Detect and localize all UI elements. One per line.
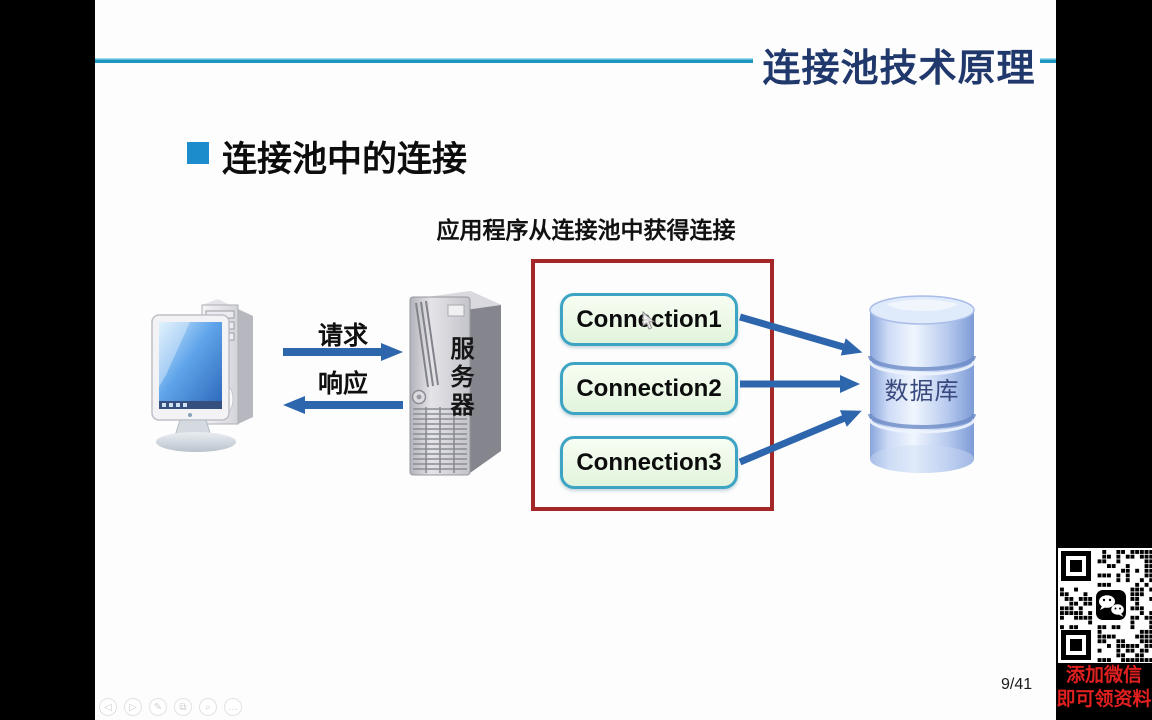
promo-line-2: 即可领资料	[1056, 689, 1152, 710]
diagram-caption: 应用程序从连接池中获得连接	[436, 217, 736, 243]
pool-to-db-arrows	[738, 313, 863, 466]
qr-finder-patterns	[1061, 551, 1091, 660]
server-icon	[409, 291, 501, 476]
request-arrow	[283, 343, 403, 361]
more-ellipsis-icon[interactable]: …	[224, 698, 242, 716]
response-arrow	[283, 396, 403, 414]
connection2-box: Connection2	[560, 362, 738, 415]
slide-title: 连接池技术原理	[762, 48, 1036, 90]
wechat-icon	[1096, 590, 1126, 620]
qr-module-pattern	[1060, 550, 1152, 662]
promo-line-1: 添加微信	[1065, 665, 1142, 686]
section-heading: 连接池中的连接	[222, 140, 468, 179]
client-computer-icon	[151, 299, 253, 452]
copy-icon[interactable]: ⧉	[174, 698, 192, 716]
mouse-cursor-icon	[642, 311, 656, 330]
request-label: 请求	[317, 322, 368, 350]
title-divider-left	[95, 58, 753, 63]
wechat-qr-code	[1058, 548, 1152, 663]
heading-bullet-square	[187, 142, 209, 164]
page-indicator: 9/41	[1001, 676, 1033, 693]
left-letterbox-bar	[0, 0, 95, 720]
database-icon	[868, 295, 976, 473]
previous-icon[interactable]: ◁	[99, 698, 117, 716]
annotate-pencil-icon[interactable]: ✎	[149, 698, 167, 716]
magnifier-icon[interactable]: ⌕	[199, 698, 217, 716]
next-icon[interactable]: ▷	[124, 698, 142, 716]
wechat-promo-text: 添加微信 即可领资料	[1056, 664, 1152, 712]
server-label: 服务器	[446, 336, 473, 420]
response-label: 响应	[317, 370, 368, 398]
title-divider-right	[1040, 58, 1056, 63]
player-controls: ◁ ▷ ✎ ⧉ ⌕ …	[99, 698, 242, 716]
database-label: 数据库	[884, 378, 960, 405]
connection3-box: Connection3	[560, 436, 738, 489]
